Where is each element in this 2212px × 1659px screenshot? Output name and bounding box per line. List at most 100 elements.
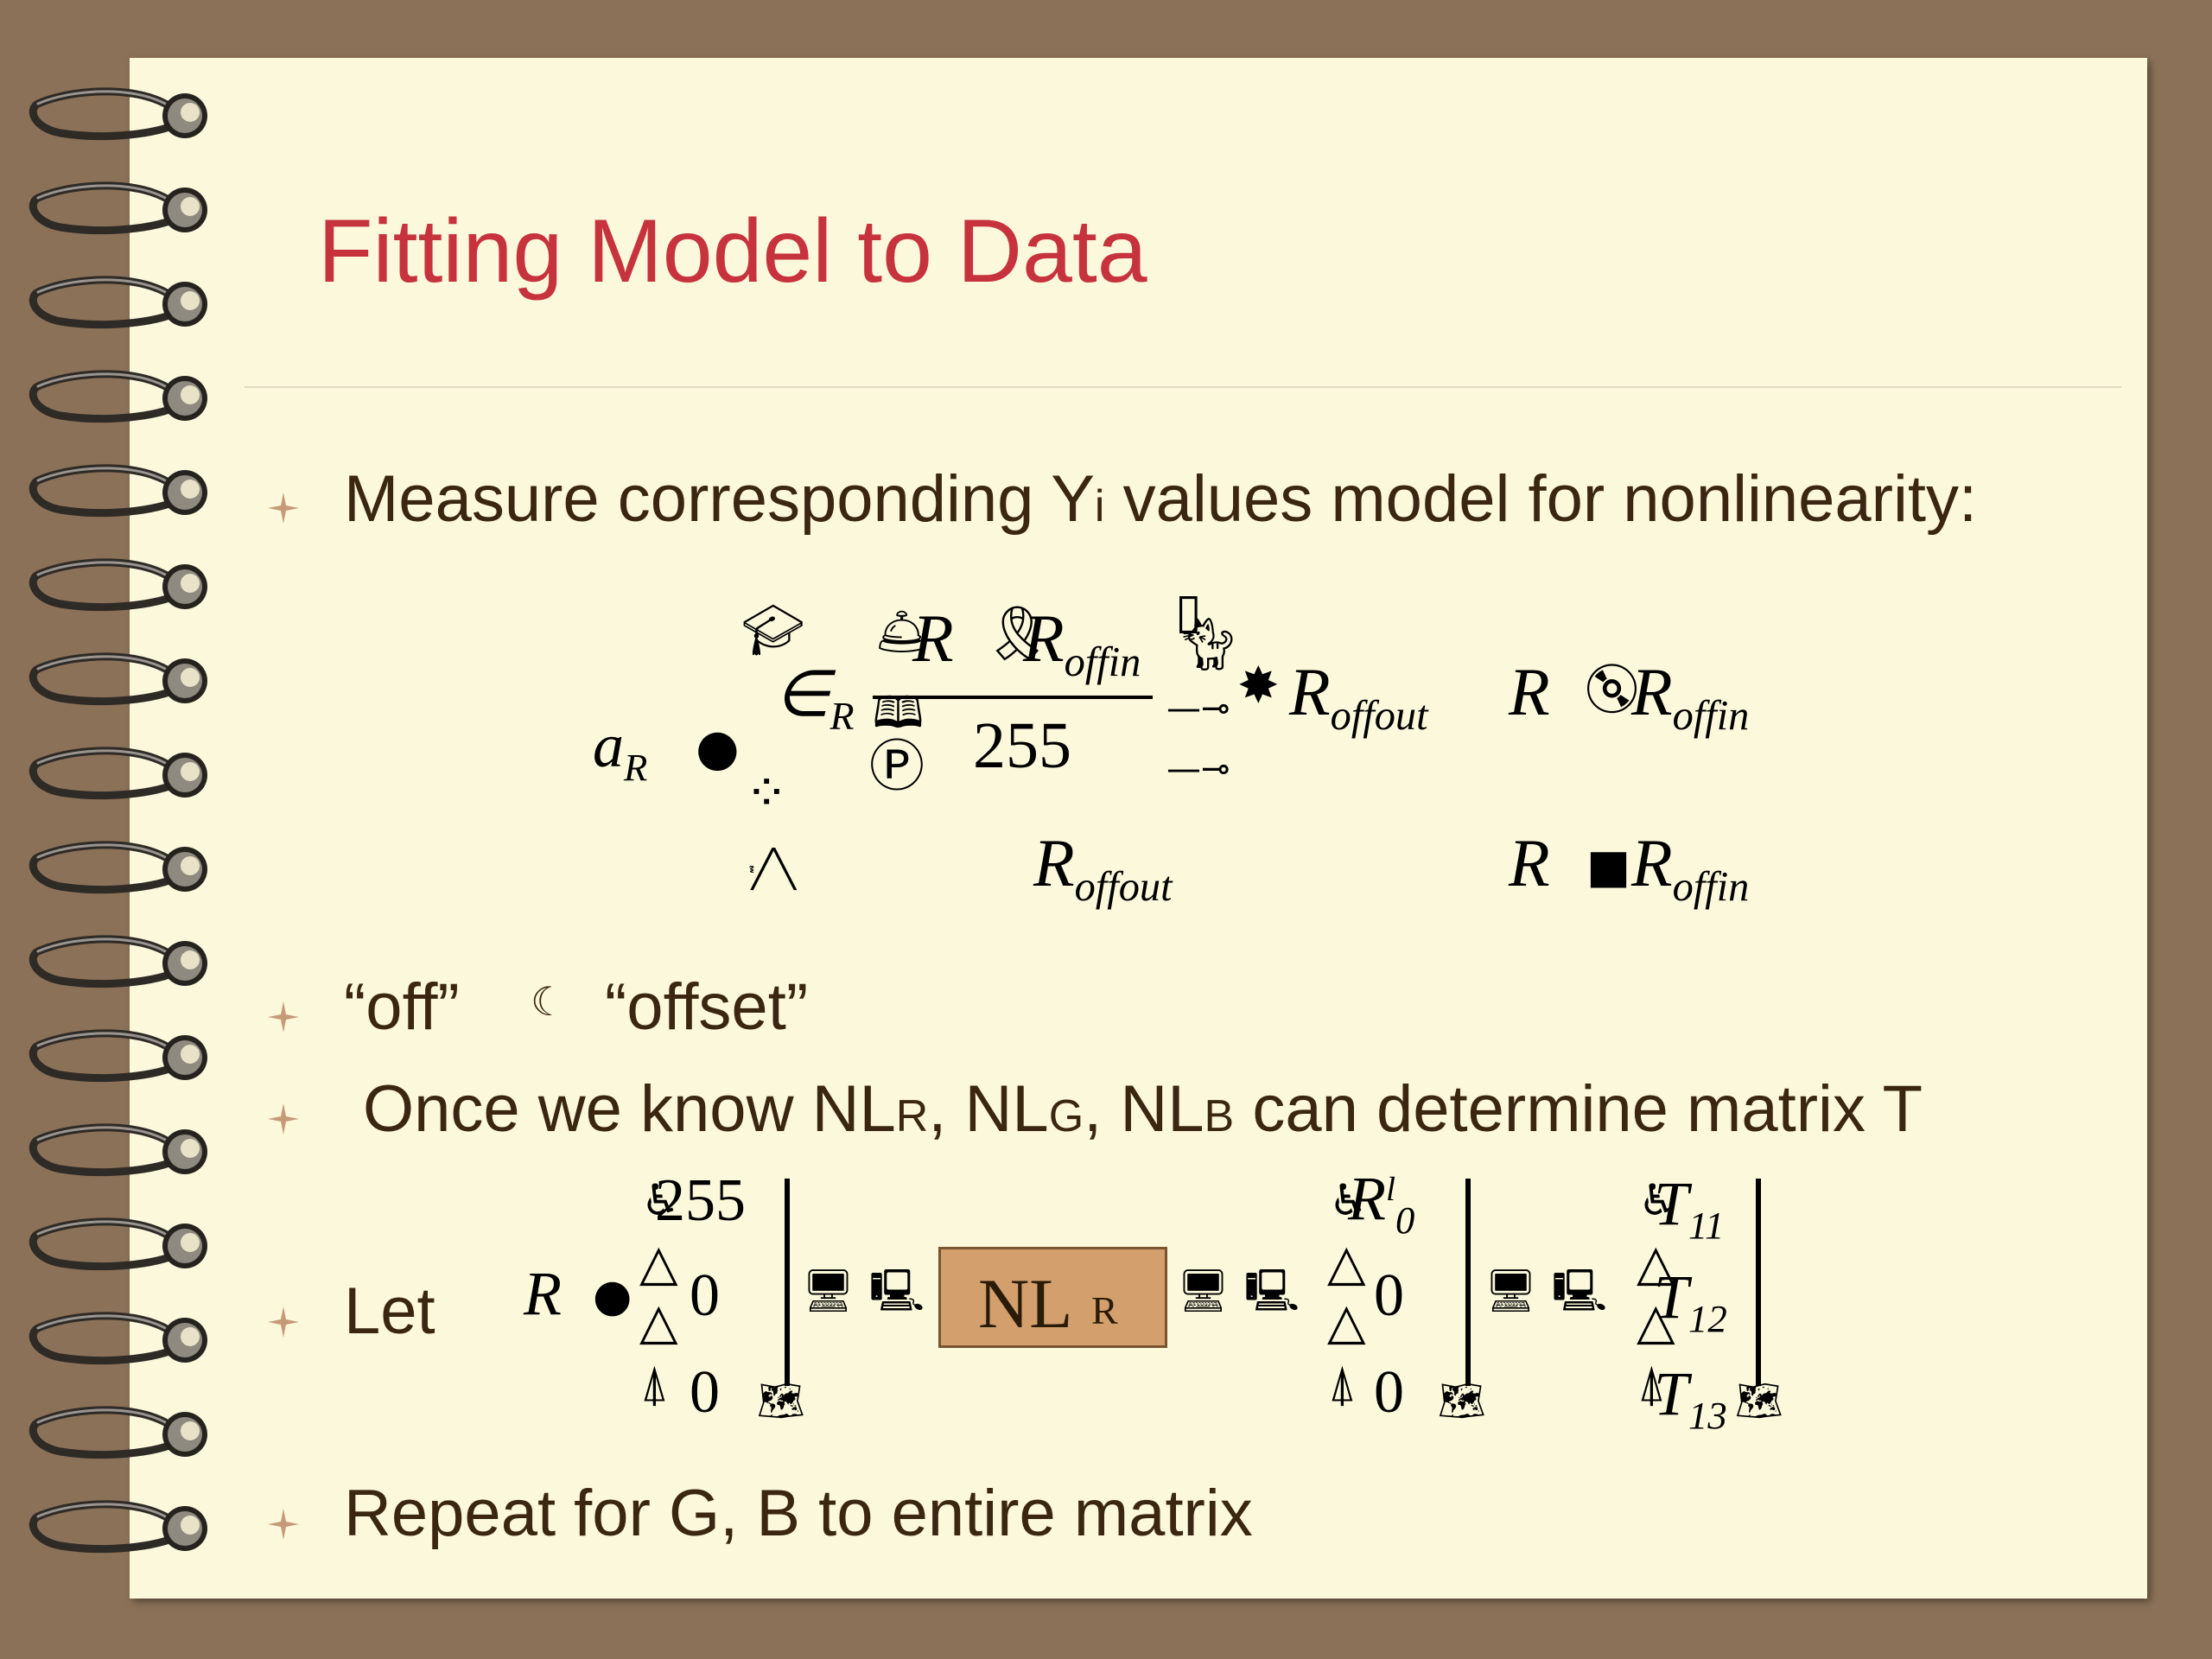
eq1-case1-sub: offout <box>1330 692 1428 739</box>
bullet-2-off: “off” <box>344 970 460 1044</box>
vec2-right-bracket <box>1465 1179 1471 1386</box>
eq2-vec2-top-sup: l <box>1385 1170 1395 1209</box>
eq1-equals-glyph: ● <box>696 718 740 777</box>
square-glyph: ■ <box>1586 839 1631 893</box>
eq2-vec1-2: 0 <box>690 1359 720 1426</box>
spiral-ring-icon <box>29 370 207 423</box>
spiral-ring-icon <box>29 181 207 235</box>
eq1-cond1-b-var: R <box>1631 654 1673 729</box>
eq2-vec2-top-sub: 0 <box>1395 1198 1415 1242</box>
circled-p-icon: Ⓟ <box>869 735 925 799</box>
graduation-cap-icon: 🎓︎ <box>741 601 805 659</box>
bullet-sparkle-icon <box>268 1001 299 1033</box>
eq1-cond1-b: Roffin <box>1631 653 1749 739</box>
pen-icon: —⊸ <box>1166 689 1230 728</box>
tree-icon-3: ⍋ <box>1637 1354 1667 1413</box>
eq1-eps: ∈R <box>774 657 855 738</box>
world-map-icon: 🗺︎ <box>757 1379 805 1423</box>
eq1-cond2: R <box>1509 824 1550 902</box>
bullet-5-text: Repeat for G, B to entire matrix <box>344 1477 1253 1550</box>
bullet-4-text: Let <box>344 1274 435 1348</box>
computer-icon-4: 🖳︎ <box>1244 1267 1300 1315</box>
eq1-cond2-b: Roffin <box>1631 824 1749 910</box>
computer-icon-6: 🖳︎ <box>1552 1267 1608 1315</box>
eq1-num-b: Roffin <box>1023 600 1141 685</box>
eq1-eps-sub: R <box>830 694 855 739</box>
bullet-1-tail: values model for nonlinearity: <box>1104 462 1978 536</box>
eq1-case2-sub: offout <box>1074 863 1173 910</box>
spiral-ring-icon <box>29 841 207 894</box>
eq1-cond2-a: R <box>1509 825 1550 900</box>
world-map-icon-3: 🗺︎ <box>1735 1379 1783 1423</box>
spiral-ring-icon <box>29 276 207 329</box>
spiral-ring-icon <box>29 747 207 800</box>
eq1-cond2-b-sub: offin <box>1672 863 1750 910</box>
computer-icon-2: 🖳︎ <box>869 1267 925 1315</box>
eq2-vec2-top: Rl0 <box>1348 1163 1414 1242</box>
phone-icon: ▯ <box>1175 583 1202 639</box>
bullet-3-sub2: G <box>1048 1091 1084 1141</box>
pen-icon-2: —⊸ <box>1166 749 1230 789</box>
eq1-den: 255 <box>973 709 1071 782</box>
computer-icon-3: 🖥︎ <box>1177 1267 1230 1315</box>
eq2-vec2-top-var: R <box>1348 1164 1386 1233</box>
triangle-icon: △ <box>639 1233 678 1292</box>
eq2-lhs: R <box>524 1259 562 1328</box>
brace-sparkle-icon: ⁘ <box>745 763 789 823</box>
title-divider <box>245 386 2121 388</box>
eq2-vec3-2: T13 <box>1654 1358 1727 1437</box>
eq2-vec3-2-var: T <box>1654 1359 1689 1428</box>
computer-icon: 🖥︎ <box>802 1267 855 1315</box>
eq1-lhs-var: a <box>593 711 624 780</box>
eq2-equals-glyph: ● <box>593 1270 632 1322</box>
eq2-vec3-1-sub: 12 <box>1688 1296 1727 1340</box>
eq1-cond1: R <box>1509 653 1550 731</box>
nl-box-sub: R <box>1091 1288 1118 1332</box>
wheelchair-icon-3: ♿︎ <box>1638 1175 1677 1225</box>
bullet-3-sub3: B <box>1204 1091 1235 1141</box>
eq1-lhs-sub: R <box>624 745 648 789</box>
spiral-ring-icon <box>29 1217 207 1271</box>
triangle-icon-2: △ <box>639 1292 678 1351</box>
triangle-icon-3: △ <box>1327 1233 1366 1292</box>
ribbon-icon: 🎗︎ <box>983 601 1052 664</box>
bullet-2-offset: “offset” <box>605 970 809 1044</box>
eq1-eps-symbol: ∈ <box>774 659 830 730</box>
bullet-3-d: can determine matrix T <box>1234 1072 1923 1146</box>
wheelchair-icon: ♿︎ <box>641 1175 680 1225</box>
spiral-ring-icon <box>29 935 207 988</box>
vec3-right-bracket <box>1756 1179 1761 1386</box>
eq2-vec3-1: T12 <box>1654 1262 1727 1340</box>
eq1-num-b-var: R <box>1023 601 1065 676</box>
nl-box-label: NL <box>978 1264 1073 1343</box>
spiral-ring-icon <box>29 87 207 141</box>
bomb-icon: ✸ <box>1237 656 1280 715</box>
eq1-case1: Roffout <box>1289 653 1428 739</box>
eq2-vec2-0: 0 <box>1374 1262 1404 1329</box>
triangle-icon-6: △ <box>1637 1292 1675 1351</box>
eq1-cond1-b-sub: offin <box>1672 692 1750 739</box>
spiral-ring-icon <box>29 464 207 518</box>
spiral-ring-icon <box>29 1029 207 1083</box>
eq1-cond2-b-var: R <box>1631 825 1673 900</box>
spiral-ring-icon <box>29 1123 207 1177</box>
eq2-vec2-1: 0 <box>1374 1359 1404 1426</box>
slide-title: Fitting Model to Data <box>318 201 1147 302</box>
eq1-case1-var: R <box>1289 654 1331 729</box>
brace-low-icon: ╱╲ <box>752 848 796 890</box>
triangle-icon-5: △ <box>1637 1233 1675 1292</box>
world-map-icon-2: 🗺︎ <box>1438 1379 1486 1423</box>
eq1-case2: Roffout <box>1033 824 1173 910</box>
eq1-lhs: aR <box>593 710 647 789</box>
eq1-cond1-a: R <box>1509 654 1550 729</box>
bullet-sparkle-icon <box>268 1509 299 1540</box>
bullet-1-sub: i <box>1094 481 1105 531</box>
tree-icon: ⍋ <box>639 1354 670 1413</box>
spiral-ring-icon <box>29 1312 207 1365</box>
computer-icon-5: 🖥︎ <box>1484 1267 1537 1315</box>
bullet-3-sub1: R <box>895 1091 929 1141</box>
tree-icon-2: ⍋ <box>1327 1354 1357 1413</box>
spiral-ring-icon <box>29 558 207 612</box>
eq2-vec1-0: 255 <box>655 1167 746 1234</box>
